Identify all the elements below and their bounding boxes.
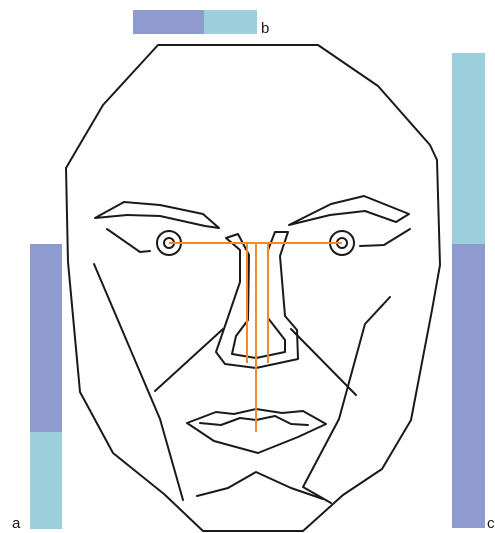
left-eyebrow (95, 202, 219, 228)
label-c: c (487, 515, 495, 532)
proportion-bar-c (452, 53, 485, 528)
proportion-bar-a (30, 244, 62, 529)
left-eye-line (107, 229, 150, 252)
bar-a-light-segment (30, 432, 62, 529)
face-drawing (66, 45, 440, 531)
bar-a-dark-segment (30, 244, 62, 432)
proportion-bar-b (133, 10, 257, 34)
left-cheek-line (94, 264, 183, 500)
label-a: a (12, 515, 21, 532)
label-b: b (261, 20, 269, 37)
face-outline (66, 45, 440, 531)
bar-b-light-segment (204, 10, 257, 34)
right-eyebrow (289, 196, 409, 225)
left-face-line (155, 329, 223, 391)
bar-c-light-segment (452, 53, 485, 244)
mouth-line (200, 416, 308, 425)
bar-c-dark-segment (452, 244, 485, 528)
bar-b-dark-segment (133, 10, 204, 34)
measurement-guides (169, 243, 342, 432)
right-face-line (291, 329, 356, 395)
right-eye-line (360, 229, 410, 246)
